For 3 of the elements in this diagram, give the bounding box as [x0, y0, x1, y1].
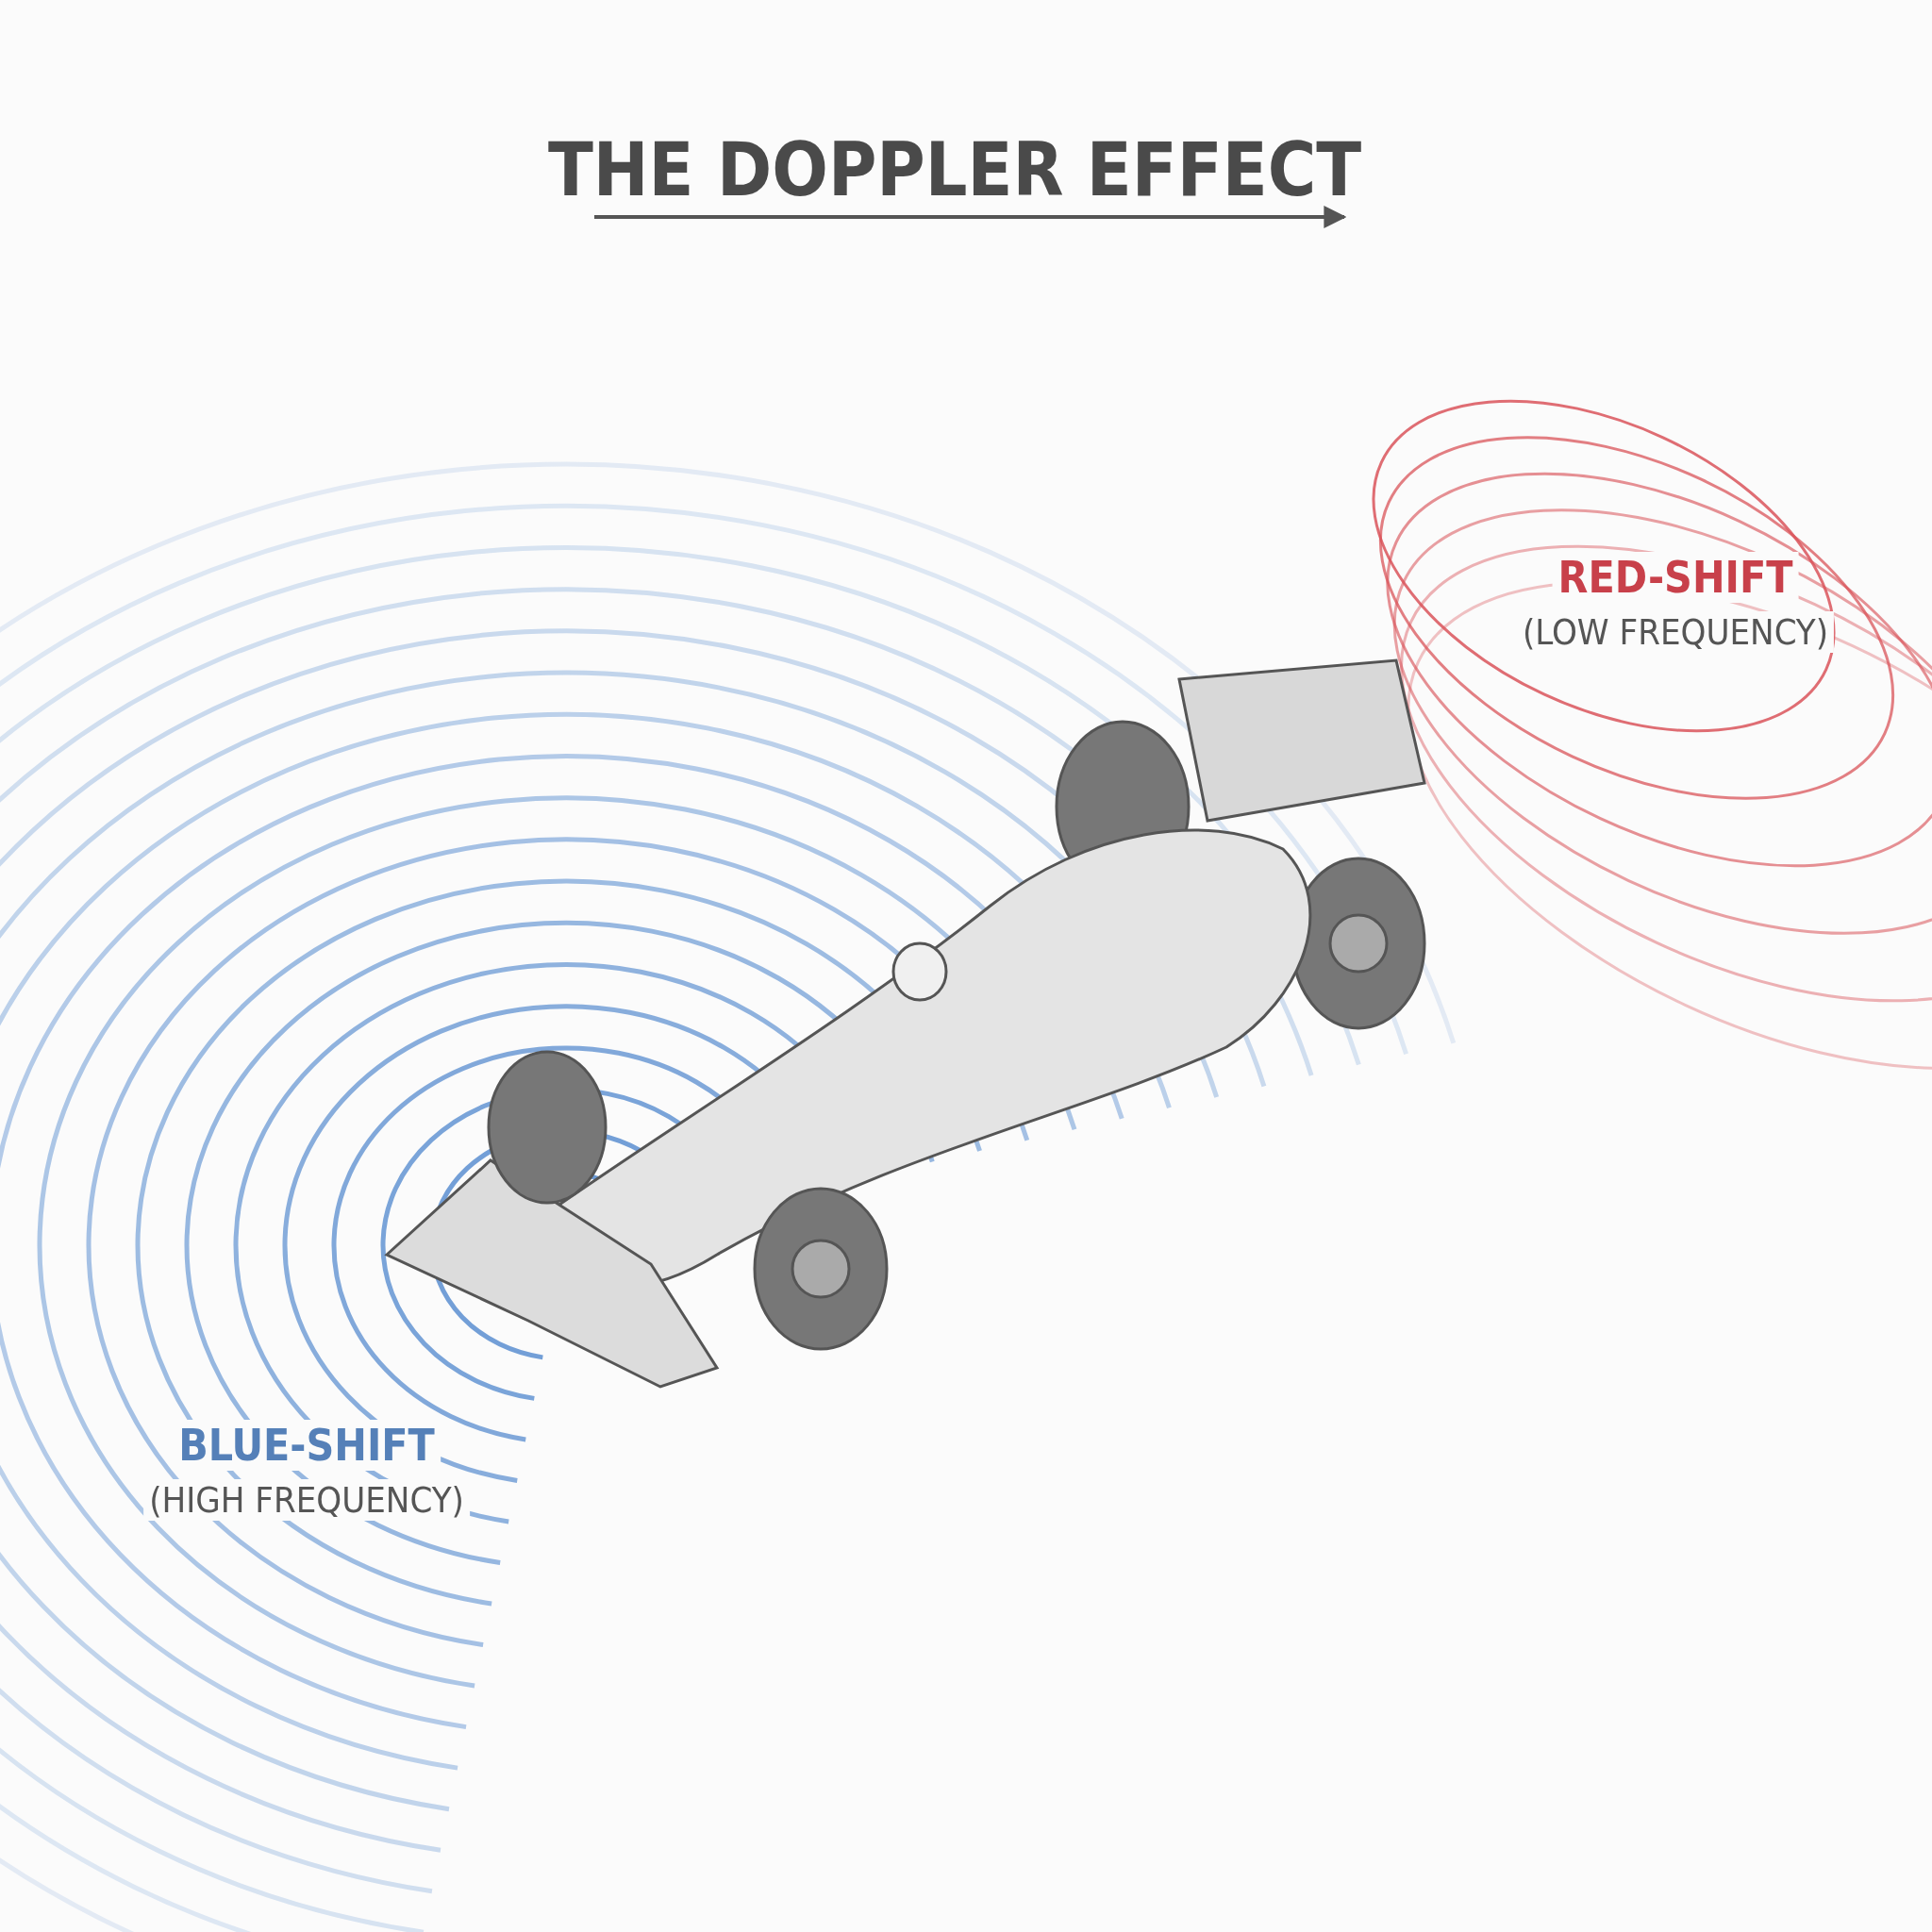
- shift-label: RED-SHIFT: [1552, 552, 1799, 603]
- title: THE DOPPLER EFFECT: [547, 127, 1362, 212]
- frequency-label: (HIGH FREQUENCY): [143, 1479, 470, 1521]
